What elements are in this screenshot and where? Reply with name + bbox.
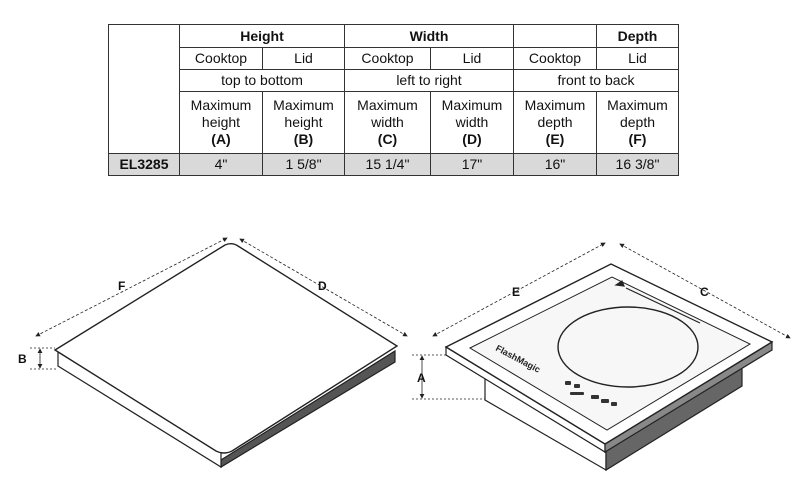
- label-f: F: [118, 279, 125, 293]
- max-label-line2: width: [455, 114, 489, 130]
- value-d: 17": [430, 153, 514, 176]
- label-c: C: [700, 285, 709, 299]
- max-label-line1: Maximum: [607, 97, 668, 113]
- lid-drawing: [53, 243, 399, 469]
- label-b: B: [18, 352, 27, 366]
- value-f: 16 3/8": [596, 153, 679, 176]
- cooktop-drawing: [444, 263, 774, 472]
- max-label-line1: Maximum: [524, 97, 586, 113]
- code-c: (C): [377, 131, 398, 147]
- max-height-lid: Maximum height (B): [262, 91, 345, 154]
- value-c: 15 1/4": [344, 153, 431, 176]
- max-label-line1: Maximum: [273, 97, 334, 113]
- label-a: A: [417, 371, 426, 385]
- max-label-line1: Maximum: [441, 97, 503, 113]
- max-label-line2: height: [284, 114, 323, 130]
- code-b: (B): [293, 131, 314, 147]
- header-height: Height: [179, 24, 345, 48]
- model-cell: EL3285: [108, 153, 180, 176]
- label-e: E: [512, 285, 520, 299]
- max-width-cooktop: Maximum width (C): [344, 91, 431, 154]
- code-f: (F): [628, 131, 647, 147]
- value-a: 4": [179, 153, 263, 176]
- dimensions-table: Height Width Depth Cooktop Lid Cooktop L…: [108, 24, 679, 176]
- sub-lid-height: Lid: [262, 47, 345, 70]
- sub-cooktop-width: Cooktop: [344, 47, 431, 70]
- corner-cell: [108, 24, 180, 154]
- code-e: (E): [545, 131, 565, 147]
- max-label-line2: depth: [619, 114, 656, 130]
- table-row: EL3285 4" 1 5/8" 15 1/4" 17" 16" 16 3/8": [108, 153, 679, 176]
- value-b: 1 5/8": [262, 153, 345, 176]
- control-buttons: [565, 381, 617, 406]
- max-width-lid: Maximum width (D): [430, 91, 514, 154]
- lid-dimension-lines: [30, 237, 408, 370]
- lid-top: [53, 243, 399, 454]
- code-d: (D): [462, 131, 482, 147]
- max-label-line2: depth: [537, 114, 573, 130]
- direction-depth: front to back: [513, 69, 679, 92]
- label-d: D: [318, 279, 327, 293]
- code-a: (A): [211, 131, 231, 147]
- max-label-line1: Maximum: [190, 97, 252, 113]
- max-label-line1: Maximum: [357, 97, 418, 113]
- max-label-line2: height: [201, 114, 241, 130]
- cooktop-dimension-lines: [412, 242, 791, 400]
- max-label-line2: width: [371, 114, 404, 130]
